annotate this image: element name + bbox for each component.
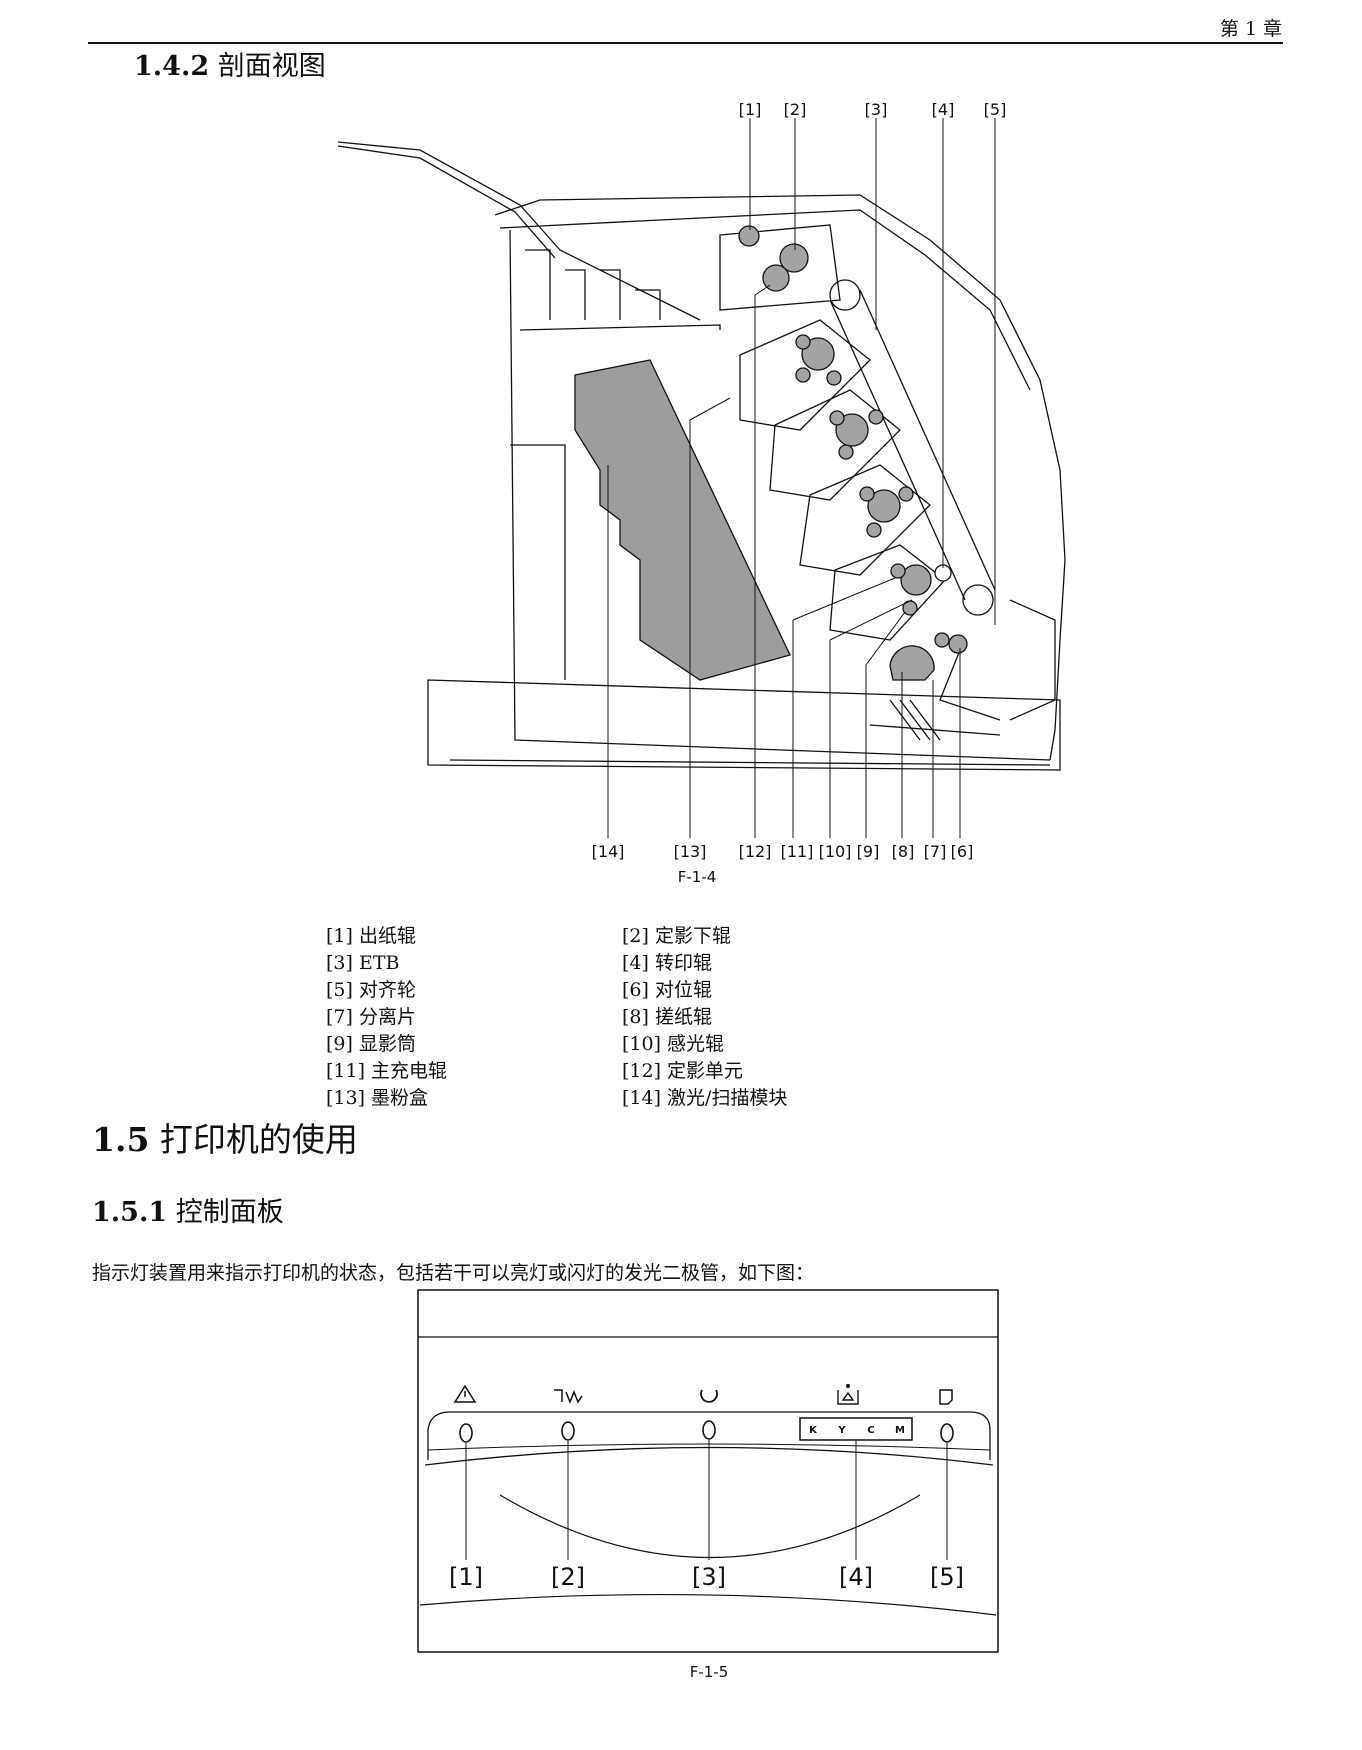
toner-letter-k: K [809, 1425, 818, 1436]
header-rule [88, 42, 1283, 44]
fig2-label-5: [5] [930, 1563, 964, 1591]
legend-item: [10] 感光辊 [622, 1033, 725, 1055]
warning-icon [453, 1384, 477, 1403]
fig2-label-3: [3] [692, 1563, 726, 1591]
section-number: 1.5 [92, 1120, 150, 1159]
fig2-label-2: [2] [551, 1563, 585, 1591]
fig1-label-11: [11] [781, 842, 814, 861]
body-paragraph: 指示灯装置用来指示打印机的状态，包括若干可以亮灯或闪灯的发光二极管，如下图： [92, 1262, 815, 1284]
legend-item: [6] 对位辊 [622, 979, 712, 1001]
power-icon [700, 1389, 718, 1403]
fig2-label-1: [1] [449, 1563, 483, 1591]
section-title: 打印机的使用 [159, 1120, 358, 1159]
toner-letter-y: Y [837, 1425, 846, 1436]
legend-item: [12] 定影单元 [622, 1060, 744, 1082]
fig1-label-7: [7] [924, 842, 947, 861]
section-title: 控制面板 [175, 1197, 284, 1228]
section-1-5-1-heading: 1.5.1 控制面板 [92, 1190, 284, 1229]
fig1-label-5: [5] [984, 100, 1007, 119]
legend-item: [1] 出纸辊 [326, 925, 416, 947]
fig1-label-2: [2] [784, 100, 807, 119]
fig2-label-4: [4] [839, 1563, 873, 1591]
fig1-label-4: [4] [932, 100, 955, 119]
legend-item: [9] 显影筒 [326, 1033, 416, 1055]
section-1-4-2-heading: 1.4.2 剖面视图 [134, 44, 326, 83]
fig1-label-1: [1] [739, 100, 762, 119]
chapter-label: 第 1 章 [1219, 18, 1282, 40]
fig1-label-9: [9] [857, 842, 880, 861]
legend-item: [11] 主充电辊 [326, 1060, 448, 1082]
legend-item: [8] 搓纸辊 [622, 1006, 712, 1028]
section-1-5-heading: 1.5 打印机的使用 [92, 1113, 358, 1161]
legend-item: [2] 定影下辊 [622, 925, 731, 947]
paper-icon [939, 1389, 953, 1405]
legend-item: [3] ETB [326, 952, 400, 974]
control-panel-diagram: K Y C M [1] [2] [3] [4] [5] F-1-5 [417, 1289, 999, 1681]
toner-icon [837, 1383, 859, 1405]
legend-right-column: [2] 定影下辊 [4] 转印辊 [6] 对位辊 [8] 搓纸辊 [10] 感光… [622, 923, 787, 1112]
fig1-label-6: [6] [951, 842, 974, 861]
legend-item: [13] 墨粉盒 [326, 1087, 429, 1109]
legend-left-column: [1] 出纸辊 [3] ETB [5] 对齐轮 [7] 分离片 [9] 显影筒 … [326, 923, 447, 1112]
toner-letter-m: M [895, 1425, 905, 1436]
legend-item: [4] 转印辊 [622, 952, 712, 974]
fig2-caption: F-1-5 [690, 1663, 729, 1681]
legend-item: [7] 分离片 [326, 1006, 416, 1028]
section-number: 1.5.1 [92, 1197, 168, 1228]
laser-scanner-module [574, 359, 791, 681]
toner-letter-c: C [867, 1425, 874, 1436]
paper-jam-icon [554, 1389, 583, 1405]
fig1-label-10: [10] [819, 842, 852, 861]
cross-section-diagram: [1] [2] [3] [4] [5] [14] [13] [12] [11] … [337, 100, 1066, 886]
fig1-label-3: [3] [865, 100, 888, 119]
fig1-caption: F-1-4 [678, 868, 717, 886]
section-number: 1.4.2 [134, 51, 210, 82]
legend-item: [14] 激光/扫描模块 [622, 1087, 788, 1109]
fig1-label-13: [13] [674, 842, 707, 861]
fig1-label-14: [14] [592, 842, 625, 861]
section-title: 剖面视图 [217, 51, 326, 82]
fig1-label-8: [8] [892, 842, 915, 861]
legend-item: [5] 对齐轮 [326, 979, 416, 1001]
fig1-label-12: [12] [739, 842, 772, 861]
